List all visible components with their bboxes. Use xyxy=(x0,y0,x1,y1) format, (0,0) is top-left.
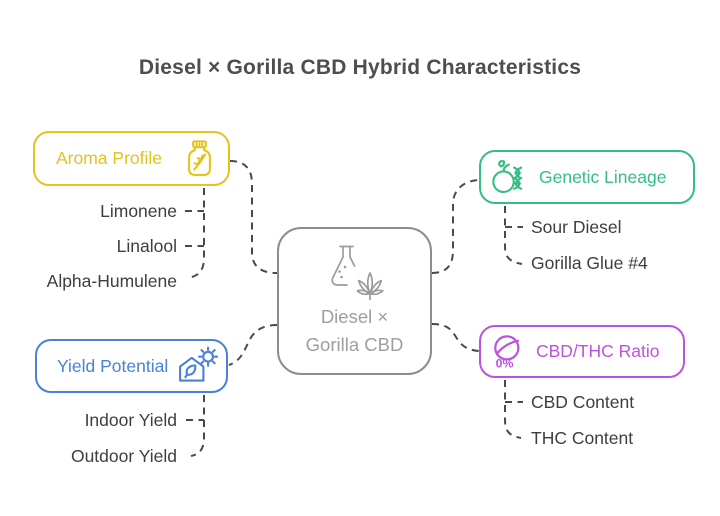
center-node-label-line1: Diesel × xyxy=(320,306,389,327)
item-sour-diesel[interactable]: Sour Diesel xyxy=(531,217,622,237)
node-center-hybrid[interactable]: Diesel × Gorilla CBD xyxy=(277,227,432,375)
node-genetic-lineage-label: Genetic Lineage xyxy=(539,166,667,187)
node-aroma-profile-label: Aroma Profile xyxy=(56,148,163,168)
connector-center-genetic xyxy=(431,179,480,274)
node-aroma-profile[interactable]: Aroma Profile xyxy=(33,131,230,186)
connector-genetic-items xyxy=(504,206,523,265)
item-gorilla-glue-4[interactable]: Gorilla Glue #4 xyxy=(531,253,648,273)
node-yield-potential-label: Yield Potential xyxy=(57,355,169,376)
connector-ratio-items xyxy=(504,380,523,439)
greenhouse-sun-icon xyxy=(179,346,218,382)
connector-yield-items xyxy=(186,395,205,457)
node-yield-potential[interactable]: Yield Potential xyxy=(35,339,228,393)
percent-leaf-icon: 0% xyxy=(494,334,520,370)
connector-aroma-center xyxy=(229,160,278,274)
item-cbd-content[interactable]: CBD Content xyxy=(531,392,635,412)
connector-center-yield xyxy=(228,324,278,366)
center-node-label-line2: Gorilla CBD xyxy=(305,334,404,355)
connector-center-ratio xyxy=(431,323,480,352)
center-node-label: Diesel × Gorilla CBD xyxy=(306,303,404,359)
item-indoor-yield[interactable]: Indoor Yield xyxy=(84,410,177,430)
item-linalool[interactable]: Linalool xyxy=(116,236,177,256)
item-thc-content[interactable]: THC Content xyxy=(531,428,634,448)
node-cbd-thc-ratio-label: CBD/THC Ratio xyxy=(536,341,660,361)
connector-aroma-items xyxy=(185,188,205,279)
item-limonene[interactable]: Limonene xyxy=(100,201,177,221)
node-cbd-thc-ratio[interactable]: 0% CBD/THC Ratio xyxy=(479,325,685,378)
item-alpha-humulene[interactable]: Alpha-Humulene xyxy=(46,271,177,291)
spice-jar-icon xyxy=(188,140,211,176)
fruit-dna-icon xyxy=(492,160,523,193)
page-title: Diesel × Gorilla CBD Hybrid Characterist… xyxy=(138,56,582,79)
flask-cannabis-leaf-icon xyxy=(330,245,383,301)
ratio-icon-percent-text: 0% xyxy=(496,356,514,370)
node-genetic-lineage[interactable]: Genetic Lineage xyxy=(479,150,695,204)
item-outdoor-yield[interactable]: Outdoor Yield xyxy=(70,446,177,466)
